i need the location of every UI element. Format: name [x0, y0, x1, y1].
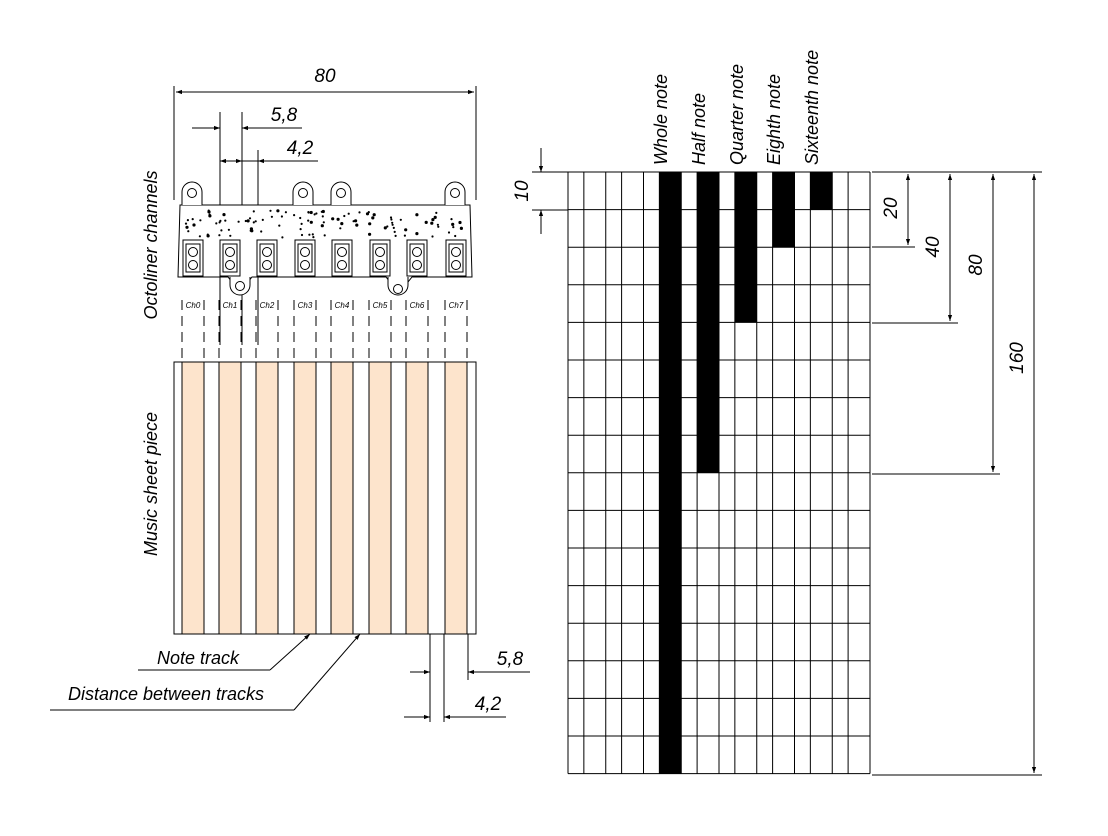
note-bar-2	[734, 172, 757, 323]
pitch-dim-top-label: 5,8	[271, 105, 298, 126]
dim-10: 10	[512, 148, 568, 234]
note-bar-1	[697, 172, 719, 473]
note-bars	[659, 172, 833, 774]
sensor-4	[331, 239, 353, 277]
board-vias	[184, 209, 463, 239]
dim-80: 80	[966, 174, 996, 472]
left-view: 80 5,8 4,2	[50, 66, 530, 722]
projection-lines	[181, 300, 468, 360]
distance-label: Distance between tracks	[68, 684, 264, 704]
dim-20: 20	[881, 174, 911, 245]
note-track-leader: Note track	[138, 633, 311, 671]
channel-label-2: Ch2	[260, 301, 275, 310]
channel-label-0: Ch0	[186, 301, 201, 310]
sensor-3	[294, 239, 316, 277]
note-bar-3	[772, 172, 795, 248]
track-dimension-bottom: 4,2	[404, 694, 506, 720]
music-sheet-label: Music sheet piece	[141, 412, 161, 556]
octoliner-board	[177, 181, 473, 296]
sensor-0	[182, 239, 204, 277]
sensor-6	[406, 239, 428, 277]
channel-label-1: Ch1	[223, 301, 238, 310]
track-dim-top-label: 4,2	[287, 138, 314, 159]
note-label-quarter: Quarter note	[727, 64, 747, 165]
track-dim-bottom-label: 4,2	[475, 694, 502, 715]
note-label-eighth: Eighth note	[764, 74, 784, 165]
channel-label-7: Ch7	[449, 301, 464, 310]
note-track-0	[181, 361, 205, 635]
note-tracks	[181, 361, 468, 635]
channel-label-4: Ch4	[335, 301, 350, 310]
pitch-dimension-bottom: 5,8	[410, 634, 530, 722]
dim-10-label: 10	[512, 180, 533, 202]
sensor-5	[369, 239, 391, 277]
note-track-2	[255, 361, 279, 635]
note-label-half: Half note	[689, 93, 709, 165]
dim-40: 40	[923, 174, 953, 321]
dim-160: 160	[1007, 174, 1037, 773]
extension-lines	[872, 171, 1042, 776]
note-track-6	[405, 361, 429, 635]
channel-label-3: Ch3	[298, 301, 313, 310]
sensor-7	[445, 239, 467, 277]
dim-160-label: 160	[1007, 342, 1028, 374]
octoliner-label: Octoliner channels	[141, 170, 161, 319]
dim-40-label: 40	[923, 236, 944, 258]
note-track-7	[444, 361, 468, 635]
width-dimension: 80	[173, 66, 477, 200]
note-bar-4	[810, 172, 833, 210]
dim-20-label: 20	[881, 197, 902, 220]
distance-leader: Distance between tracks	[50, 633, 361, 711]
channel-label-6: Ch6	[410, 301, 425, 310]
sensors	[182, 239, 467, 277]
note-track-4	[330, 361, 354, 635]
pitch-dim-bottom-label: 5,8	[497, 649, 524, 670]
width-dim-label: 80	[314, 66, 336, 87]
note-track-5	[368, 361, 392, 635]
channel-label-5: Ch5	[373, 301, 388, 310]
sensor-1	[219, 239, 241, 277]
dim-80-label: 80	[966, 254, 987, 276]
right-view: Whole note Half note Quarter note Eighth…	[512, 50, 1042, 776]
note-label-whole: Whole note	[651, 74, 671, 165]
music-sheet-piece	[173, 361, 477, 635]
sensor-2	[256, 239, 278, 277]
note-label-sixteenth: Sixteenth note	[802, 50, 822, 165]
note-bar-0	[659, 172, 682, 774]
note-track-label: Note track	[157, 648, 240, 668]
note-track-3	[293, 361, 317, 635]
channel-labels: Ch0 Ch1 Ch2 Ch3 Ch4 Ch5 Ch6 Ch7	[186, 301, 464, 310]
note-track-1	[218, 361, 242, 635]
